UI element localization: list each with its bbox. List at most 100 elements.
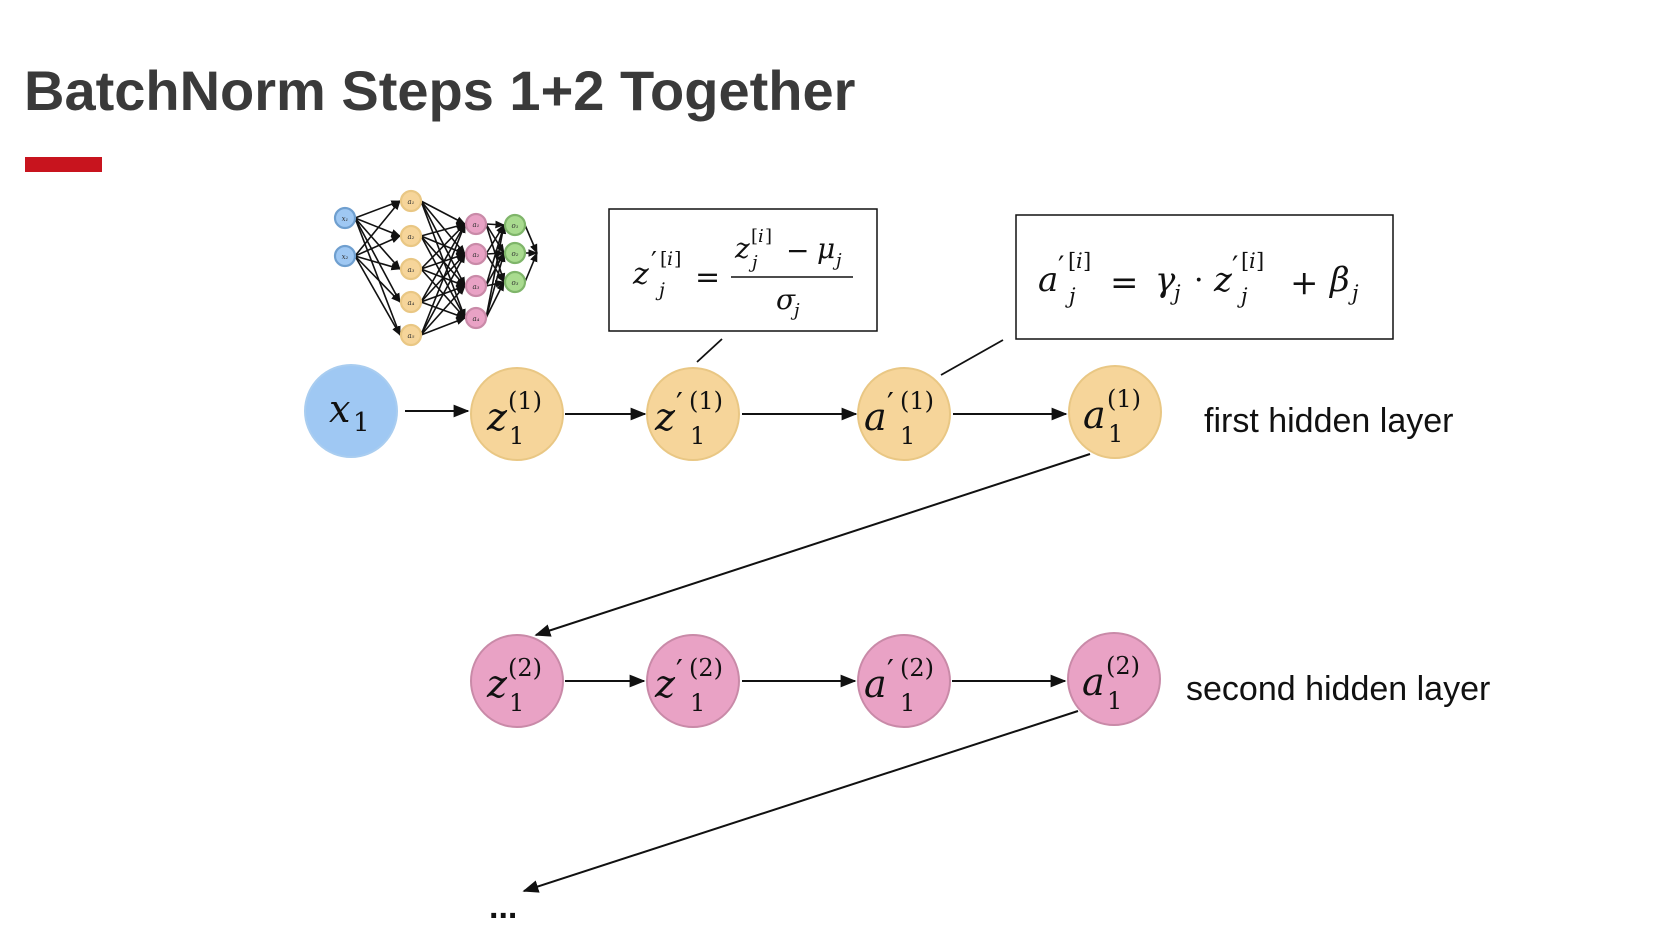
nn-icon-node [464,306,488,330]
svg-text:′: ′ [676,387,683,422]
nn-icon-node [464,242,488,266]
svg-text:a: a [1083,393,1106,437]
node-zprime1-layer2: z ′ 1 (2) [646,634,740,728]
svg-text:a: a [864,395,887,439]
svg-text:]: ] [1083,249,1091,273]
svg-text:i: i [1249,249,1256,273]
nn-icon-node-label: a₂ [473,251,480,259]
svg-text:j: j [1170,281,1181,305]
svg-text:1: 1 [353,408,370,438]
nn-icon-node [503,213,527,237]
first-hidden-layer-label: first hidden layer [1204,402,1453,440]
svg-text:1: 1 [690,422,705,450]
svg-text:i: i [758,226,764,247]
scale-shift-callout-line [940,339,1004,376]
svg-text:[: [ [1241,249,1249,273]
svg-text:[: [ [660,248,667,270]
nn-icon-node-label: a₁ [473,221,480,229]
svg-text:′: ′ [887,387,894,422]
scale-shift-formula: a ′ [ i ] j = γ j · z ′ [ i ] j + β j [1038,249,1359,308]
node-a1-layer1: a 1 (1) [1068,365,1162,459]
nn-icon-node [503,270,527,294]
svg-text:[: [ [751,226,758,247]
nn-icon-node-label: o₃ [511,279,518,287]
nn-icon-node-label: a₄ [473,315,480,323]
svg-text:(2): (2) [689,654,723,682]
nn-icon-edge [420,200,466,287]
svg-text:i: i [1076,249,1083,273]
nn-icon-edge [354,235,401,257]
svg-text:+: + [1290,263,1319,303]
svg-text:j: j [790,300,800,321]
svg-text:1: 1 [1107,687,1122,715]
svg-text:1: 1 [900,422,915,450]
svg-text:′: ′ [1058,250,1064,283]
svg-text:a: a [1082,660,1105,704]
svg-text:1: 1 [1108,420,1123,448]
continuation-ellipsis: ... [489,888,517,926]
nn-icon-edge [420,200,466,319]
node-a1-layer2: a 1 (2) [1067,632,1161,726]
nn-icon-edge [420,223,466,303]
arrow-layer1-to-layer2 [534,453,1091,637]
arrow-layer2-to-next [522,710,1079,893]
svg-text:a: a [864,662,887,706]
svg-text:σ: σ [776,283,796,316]
nn-icon-node-label: x₁ [342,215,349,223]
svg-text:[: [ [1068,249,1076,273]
nn-icon-edge [354,217,401,270]
nn-icon-edge [485,220,505,229]
svg-text:(1): (1) [900,387,934,415]
nn-icon-node-label: o₁ [511,222,518,230]
nn-icon-edge [420,285,466,336]
svg-text:z: z [1213,260,1233,300]
svg-text:(1): (1) [508,387,542,415]
svg-text:=: = [1110,263,1139,303]
node-zprime1-layer1: z ′ 1 (1) [646,367,740,461]
nn-icon-edge [420,200,466,225]
svg-text:β: β [1328,260,1350,300]
svg-text:z: z [486,395,508,439]
nn-icon-node [503,241,527,265]
svg-text:1: 1 [900,689,915,717]
slide-title: BatchNorm Steps 1+2 Together [24,59,856,122]
node-x1: x 1 [304,364,398,458]
nn-icon-node [399,257,423,281]
svg-text:1: 1 [509,422,524,450]
svg-text:a: a [1038,260,1058,300]
nn-icon-edge [420,200,466,255]
nn-icon-node [399,323,423,347]
nn-icon-edge [354,255,401,303]
svg-text:i: i [667,248,673,270]
svg-text:j: j [832,250,842,271]
nn-icon-edge [420,223,466,336]
nn-icon-edge [485,224,507,319]
svg-text:(2): (2) [900,654,934,682]
nn-icon-node-label: o₂ [511,250,518,258]
nn-icon-edge [354,217,401,237]
svg-text:j: j [1065,284,1076,308]
nn-icon-edge [420,317,466,336]
svg-text:1: 1 [690,689,705,717]
svg-text:]: ] [1256,249,1264,273]
svg-text:j: j [748,252,758,273]
svg-text:z: z [654,395,676,439]
node-z1-layer2: z 1 (2) [470,634,564,728]
normalize-formula: z ′ [ i ] j = z [ i ] j − μ j σ j [632,226,853,321]
nn-icon-node [333,206,357,230]
nn-icon-edge [354,255,401,336]
svg-text:j: j [1348,281,1359,305]
svg-text:1: 1 [509,689,524,717]
nn-icon-edge [420,253,466,336]
nn-icon-edge [524,252,538,283]
svg-text:(2): (2) [1106,652,1140,680]
svg-text:−: − [786,234,809,267]
svg-text:]: ] [674,248,681,270]
svg-text:(2): (2) [508,654,542,682]
nn-icon-edge [420,235,466,255]
svg-text:z: z [734,232,750,265]
svg-text:j: j [1237,284,1248,308]
scale-shift-formula-box: a ′ [ i ] j = γ j · z ′ [ i ] j + β j [1015,214,1394,340]
nn-icon-edge [354,255,401,271]
